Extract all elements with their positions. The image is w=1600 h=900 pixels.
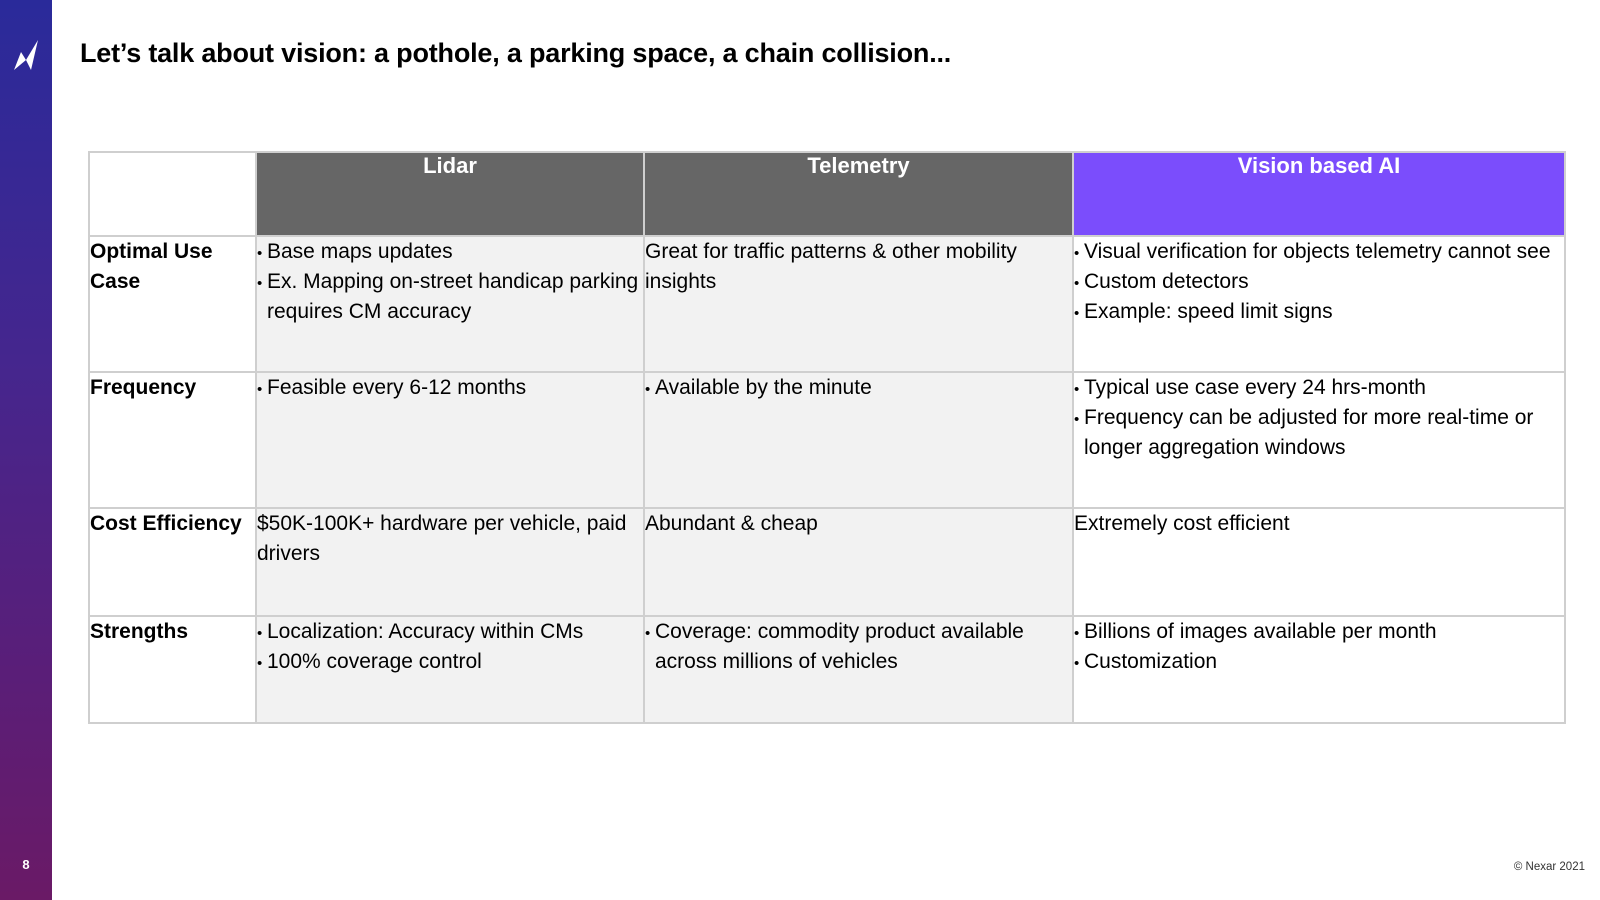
cell-lidar-strengths: Localization: Accuracy within CMs 100% c… (255, 615, 645, 724)
row-label-optimal-use-case: Optimal Use Case (88, 235, 257, 373)
list-item: Available by the minute (645, 373, 1072, 405)
slide-title: Let’s talk about vision: a pothole, a pa… (80, 38, 952, 68)
list-item: Base maps updates (257, 237, 643, 269)
table-header-row: Lidar Telemetry Vision based AI (88, 151, 1566, 237)
cell-lidar-cost: $50K-100K+ hardware per vehicle, paid dr… (255, 507, 645, 617)
nexar-logo-icon (14, 40, 38, 70)
list-item: 100% coverage control (257, 647, 643, 679)
copyright-text: © Nexar 2021 (1513, 861, 1585, 873)
list-item: Visual verification for objects telemetr… (1074, 237, 1564, 269)
row-label-strengths: Strengths (88, 615, 257, 724)
list-item: Billions of images available per month (1074, 617, 1564, 649)
list-item: Frequency can be adjusted for more real-… (1074, 403, 1564, 463)
table-row: Strengths Localization: Accuracy within … (88, 615, 1566, 724)
header-corner (88, 151, 257, 237)
row-label-frequency: Frequency (88, 371, 257, 509)
cell-telemetry-strengths: Coverage: commodity product available ac… (643, 615, 1074, 724)
cell-lidar-optimal-use: Base maps updates Ex. Mapping on-street … (255, 235, 645, 373)
table-row: Optimal Use Case Base maps updates Ex. M… (88, 235, 1566, 373)
header-lidar: Lidar (255, 151, 645, 237)
cell-vision-strengths: Billions of images available per month C… (1072, 615, 1566, 724)
cell-telemetry-cost: Abundant & cheap (643, 507, 1074, 617)
table-row: Cost Efficiency $50K-100K+ hardware per … (88, 507, 1566, 617)
row-label-cost-efficiency: Cost Efficiency (88, 507, 257, 617)
comparison-table: Lidar Telemetry Vision based AI Optimal … (88, 151, 1566, 724)
list-item: Localization: Accuracy within CMs (257, 617, 643, 649)
table-row: Frequency Feasible every 6-12 months Ava… (88, 371, 1566, 509)
list-item: Customization (1074, 647, 1564, 679)
cell-vision-cost: Extremely cost efficient (1072, 507, 1566, 617)
cell-lidar-frequency: Feasible every 6-12 months (255, 371, 645, 509)
header-vision-ai: Vision based AI (1072, 151, 1566, 237)
cell-telemetry-frequency: Available by the minute (643, 371, 1074, 509)
cell-telemetry-optimal-use: Great for traffic patterns & other mobil… (643, 235, 1074, 373)
header-telemetry: Telemetry (643, 151, 1074, 237)
list-item: Coverage: commodity product available ac… (645, 617, 1072, 677)
sidebar-band: 8 (0, 0, 52, 900)
list-item: Example: speed limit signs (1074, 297, 1564, 329)
list-item: Custom detectors (1074, 267, 1564, 299)
cell-vision-frequency: Typical use case every 24 hrs-month Freq… (1072, 371, 1566, 509)
list-item: Typical use case every 24 hrs-month (1074, 373, 1564, 405)
page-number: 8 (22, 857, 30, 872)
list-item: Ex. Mapping on-street handicap parking r… (257, 267, 643, 327)
cell-vision-optimal-use: Visual verification for objects telemetr… (1072, 235, 1566, 373)
list-item: Feasible every 6-12 months (257, 373, 643, 405)
